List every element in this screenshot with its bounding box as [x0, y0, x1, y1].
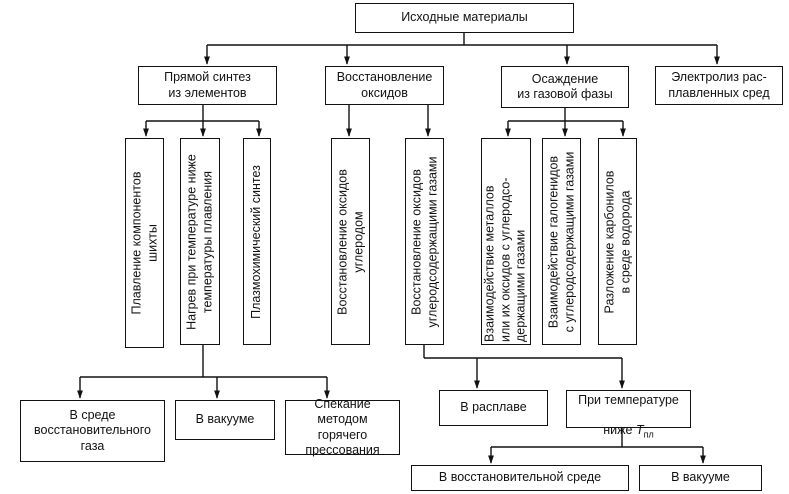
condition-below-temp-label: При температуре ниже Tпл — [578, 377, 679, 440]
submethod-halide-interaction-box: Взаимодействие галогенидов с углеродсоде… — [542, 138, 581, 345]
submethod-plasma-label: Плазмохимический синтез — [249, 164, 264, 319]
submethod-heating-label: Нагрев при температуре ниже температуры … — [184, 153, 214, 330]
method-gas-deposition-box: Осаждение из газовой фазы — [501, 66, 629, 108]
submethod-carbon-reduction-box: Восстановление оксидов углеродом — [331, 138, 370, 345]
condition-vacuum-1-box: В вакууме — [175, 400, 275, 440]
condition-reducing-medium-box: В восстановительной среде — [411, 465, 629, 491]
submethod-heating-box: Нагрев при температуре ниже температуры … — [180, 138, 220, 345]
root-label: Исходные материалы — [401, 10, 528, 25]
submethod-melting-label: Плавление компонентов шихты — [128, 171, 159, 315]
condition-vacuum-2-box: В вакууме — [639, 465, 762, 491]
root-box: Исходные материалы — [355, 3, 574, 33]
condition-hot-pressing-box: Спекание методом горячего прессования — [285, 397, 400, 457]
submethod-carbon-reduction-label: Восстановление оксидов углеродом — [334, 168, 365, 315]
submethod-melting-box: Плавление компонентов шихты — [125, 138, 164, 348]
method-direct-synthesis-label: Прямой синтез из элементов — [164, 70, 251, 100]
method-oxide-reduction-box: Восстановление оксидов — [325, 66, 444, 105]
condition-melt-box: В расплаве — [439, 390, 548, 426]
submethod-halide-interaction-label: Взаимодействие галогенидов с углеродсоде… — [545, 151, 576, 332]
condition-hot-pressing-label: Спекание методом горячего прессования — [305, 397, 380, 457]
method-electrolysis-box: Электролиз рас- плавленных сред — [655, 66, 783, 105]
condition-below-temp-box: При температуре ниже Tпл — [566, 390, 691, 440]
submethod-metal-interaction-box: Взаимодействие металлов или их оксидов с… — [481, 138, 531, 345]
melting-temp-subscript: пл — [643, 429, 654, 440]
condition-vacuum-2-label: В вакууме — [671, 470, 730, 485]
condition-below-temp-line1: При температуре — [578, 392, 679, 407]
submethod-carbonyl-box: Разложение карбонилов в среде водорода — [598, 138, 637, 345]
condition-below-temp-prefix: ниже — [603, 423, 636, 438]
condition-reducing-gas-box: В среде восстановительного газа — [20, 400, 165, 462]
condition-reducing-gas-label: В среде восстановительного газа — [34, 408, 151, 453]
condition-vacuum-1-label: В вакууме — [195, 412, 255, 427]
submethod-carbonyl-label: Разложение карбонилов в среде водорода — [601, 170, 632, 313]
condition-reducing-medium-label: В восстановительной среде — [438, 470, 602, 485]
method-gas-deposition-label: Осаждение из газовой фазы — [517, 71, 613, 101]
method-direct-synthesis-box: Прямой синтез из элементов — [138, 66, 277, 105]
melting-temp-symbol: T — [635, 423, 644, 438]
submethod-plasma-box: Плазмохимический синтез — [243, 138, 271, 345]
condition-melt-label: В расплаве — [460, 400, 527, 415]
submethod-metal-interaction-label: Взаимодействие металлов или их оксидов с… — [482, 176, 528, 342]
method-electrolysis-label: Электролиз рас- плавленных сред — [668, 70, 770, 100]
method-oxide-reduction-label: Восстановление оксидов — [336, 70, 433, 100]
submethod-gas-reduction-label: Восстановление оксидов углеродсодержащим… — [408, 156, 439, 327]
submethod-gas-reduction-box: Восстановление оксидов углеродсодержащим… — [405, 138, 444, 345]
